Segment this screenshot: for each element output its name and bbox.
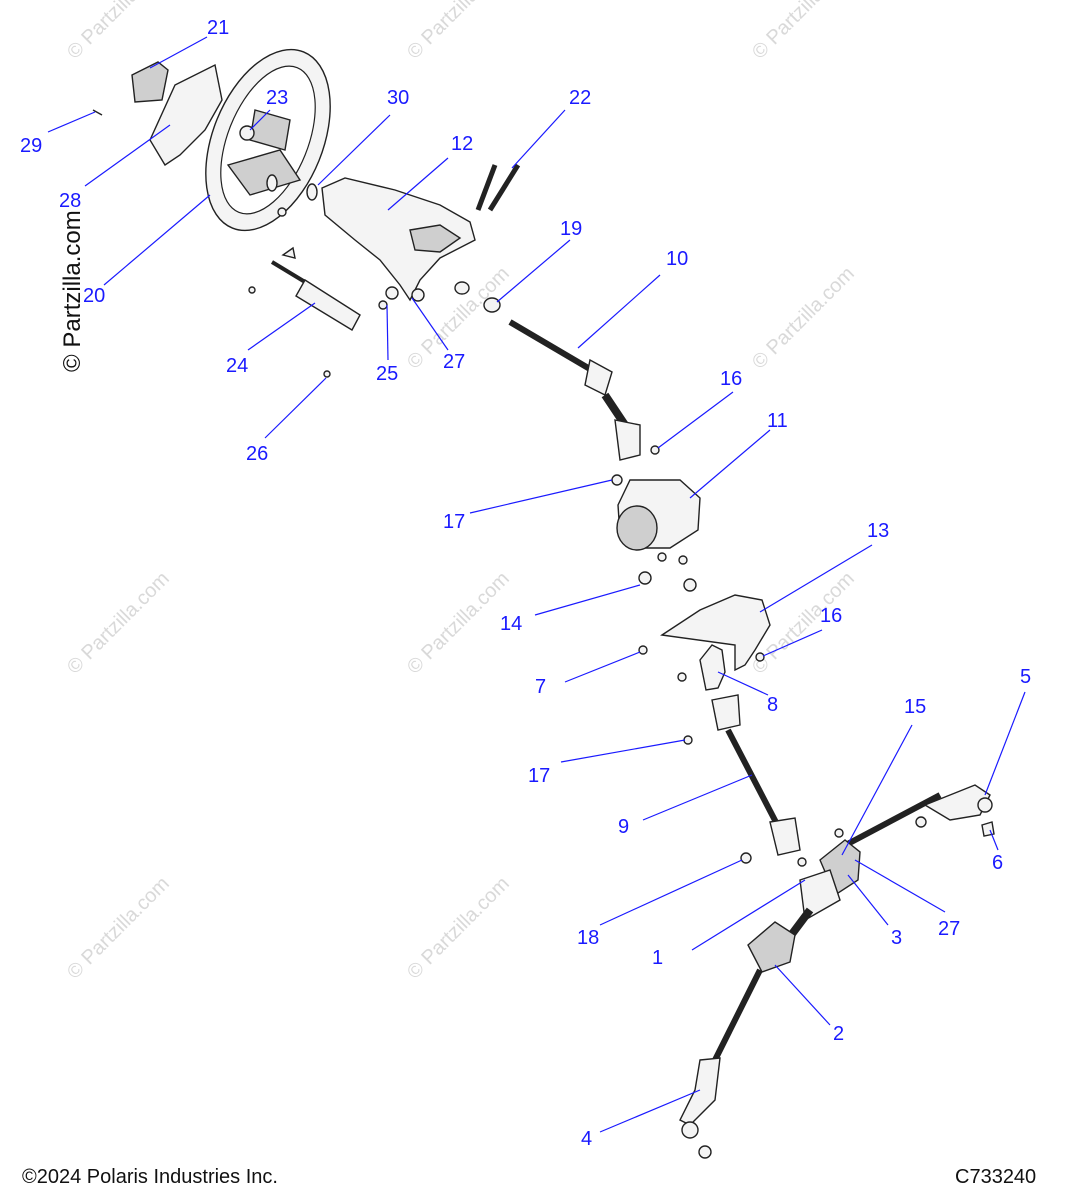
callout-23[interactable]: 23 — [266, 87, 288, 109]
leader-lines — [47, 36, 1026, 1133]
callout-15[interactable]: 15 — [904, 696, 926, 718]
watermark-7: © Partzilla.com — [403, 568, 514, 679]
callout-18[interactable]: 18 — [577, 927, 599, 949]
callout-14[interactable]: 14 — [500, 613, 522, 635]
callout-12[interactable]: 12 — [451, 133, 473, 155]
callout-30[interactable]: 30 — [387, 87, 409, 109]
callout-6[interactable]: 6 — [992, 852, 1003, 874]
bushing-ring — [266, 174, 278, 192]
callout-3[interactable]: 3 — [891, 927, 902, 949]
copyright-text: ©2024 Polaris Industries Inc. — [22, 1166, 278, 1188]
callout-11[interactable]: 11 — [767, 410, 788, 432]
watermark-5: © Partzilla.com — [748, 263, 859, 374]
watermark-vertical: © Partzilla.com — [59, 210, 86, 372]
steering-wheel — [205, 48, 331, 232]
watermark-6: © Partzilla.com — [63, 568, 174, 679]
callout-7[interactable]: 7 — [535, 676, 546, 698]
callout-13[interactable]: 13 — [867, 520, 889, 542]
steering-cover — [131, 61, 169, 103]
callout-2[interactable]: 2 — [833, 1023, 844, 1045]
callout-19[interactable]: 19 — [560, 218, 582, 240]
callout-25[interactable]: 25 — [376, 363, 398, 385]
callout-27-upper[interactable]: 27 — [443, 351, 465, 373]
callout-10[interactable]: 10 — [666, 248, 688, 270]
watermark-9: © Partzilla.com — [63, 873, 174, 984]
callout-28[interactable]: 28 — [59, 190, 81, 212]
footer: ©2024 Polaris Industries Inc. C733240 — [22, 1166, 1036, 1188]
callout-4[interactable]: 4 — [581, 1128, 592, 1150]
callout-5[interactable]: 5 — [1020, 666, 1031, 688]
bushing-ring-2 — [306, 183, 318, 201]
mount-bracket — [660, 594, 771, 672]
callout-22[interactable]: 22 — [569, 87, 591, 109]
callout-8[interactable]: 8 — [767, 694, 778, 716]
callout-16-lower[interactable]: 16 — [820, 605, 842, 627]
diagram-code: C733240 — [955, 1166, 1036, 1188]
callout-29[interactable]: 29 — [20, 135, 42, 157]
callout-20[interactable]: 20 — [83, 285, 105, 307]
eps-unit — [616, 479, 701, 565]
watermark-10: © Partzilla.com — [403, 873, 514, 984]
gas-strut — [248, 246, 361, 331]
upper-steering-shaft — [508, 319, 660, 461]
callout-17-upper[interactable]: 17 — [443, 511, 465, 533]
callout-16-upper[interactable]: 16 — [720, 368, 742, 390]
callouts: 1 2 3 4 5 6 7 8 9 10 11 12 13 14 15 16 1… — [20, 17, 1031, 1150]
callout-17-lower[interactable]: 17 — [528, 765, 550, 787]
watermark-3: © Partzilla.com — [748, 0, 859, 64]
callout-9[interactable]: 9 — [618, 816, 629, 838]
watermark-1: © Partzilla.com — [63, 0, 174, 64]
callout-24[interactable]: 24 — [226, 355, 248, 377]
intermediate-shaft — [711, 694, 801, 856]
callout-26[interactable]: 26 — [246, 443, 268, 465]
callout-27-lower[interactable]: 27 — [938, 918, 960, 940]
steering-rack — [679, 784, 993, 1159]
callout-21[interactable]: 21 — [207, 17, 229, 39]
callout-1[interactable]: 1 — [652, 947, 663, 969]
watermark-2: © Partzilla.com — [403, 0, 514, 64]
wheel-hub-bracket — [149, 63, 223, 166]
line-art — [92, 48, 995, 1159]
column-bracket — [321, 177, 476, 302]
bracket-shield — [699, 644, 726, 691]
